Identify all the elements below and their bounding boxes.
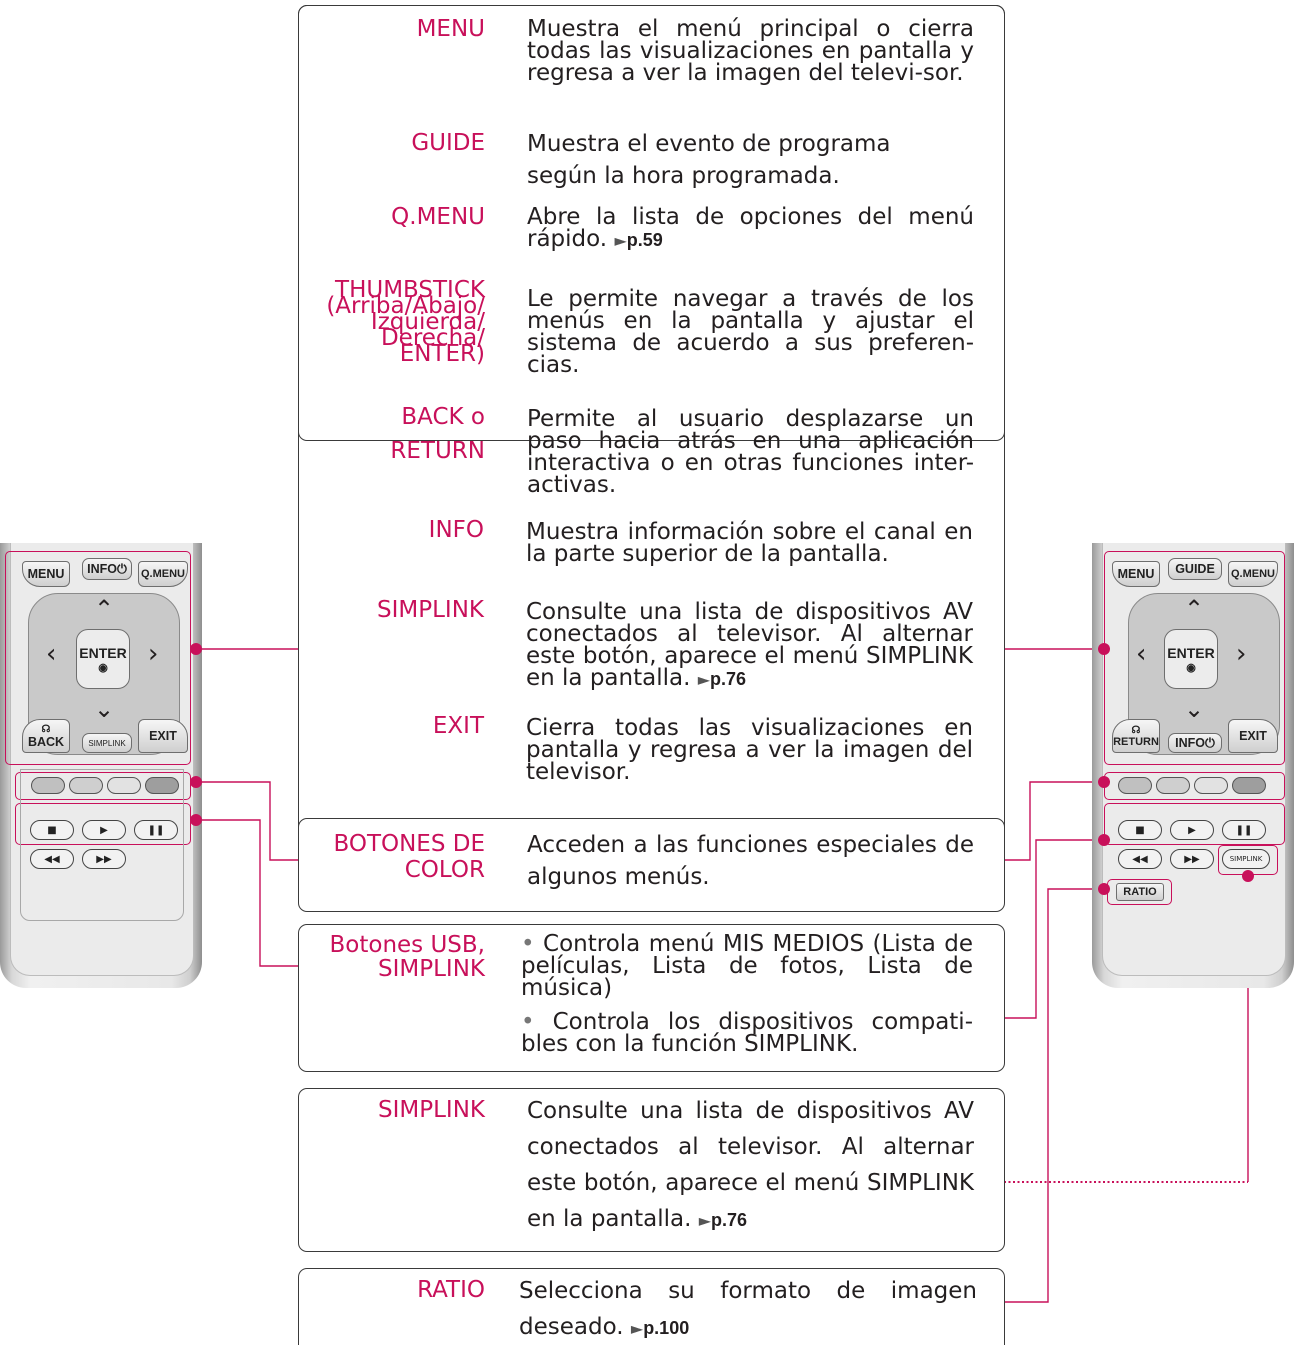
power-info-icon: ⏻ bbox=[117, 562, 127, 577]
down-arrow-icon[interactable]: ⌄ bbox=[1184, 695, 1204, 723]
info-desc: Muestra información sobre el canal en la… bbox=[526, 521, 973, 565]
usb-simplink-box: Botones USB, SIMPLINK • Controla menú MI… bbox=[298, 924, 1005, 1072]
usb-bullet-1: • Controla menú MIS MEDIOS (Lista de pel… bbox=[521, 933, 973, 999]
connector-line bbox=[1004, 782, 1104, 860]
connector-dot bbox=[1098, 643, 1110, 655]
qmenu-button[interactable]: Q.MENU bbox=[1228, 561, 1278, 587]
exit-label: EXIT bbox=[298, 713, 484, 739]
right-remote-illustration: MENU GUIDE Q.MENU ⌃ ⌄ ‹ › ENTER◉ ☊RETURN… bbox=[1092, 543, 1294, 988]
pause-button[interactable]: ❚❚ bbox=[1222, 820, 1266, 840]
stop-button[interactable]: ■ bbox=[1118, 820, 1162, 840]
menu-button[interactable]: MENU bbox=[22, 561, 70, 587]
guide-button[interactable]: GUIDE bbox=[1168, 558, 1222, 580]
remote-lower-panel bbox=[20, 769, 184, 921]
page-reference: p.100 bbox=[643, 1318, 689, 1338]
main-box-lower-rows: INFO Muestra información sobre el canal … bbox=[298, 5, 1003, 837]
usb-bullet-2: • Controla los dispositivos compati-bles… bbox=[521, 1011, 973, 1055]
color-buttons-box: BOTONES DE COLOR Acceden a las funciones… bbox=[298, 818, 1005, 912]
pointer-arrow-icon: ► bbox=[631, 1319, 643, 1338]
page-reference: p.76 bbox=[710, 669, 746, 689]
menu-button[interactable]: MENU bbox=[1112, 561, 1160, 587]
right-arrow-icon[interactable]: › bbox=[1236, 639, 1246, 669]
red-color-button[interactable] bbox=[1118, 777, 1152, 794]
simplink-label: SIMPLINK bbox=[298, 597, 484, 623]
color-buttons-label: BOTONES DE COLOR bbox=[299, 831, 485, 883]
blue-color-button[interactable] bbox=[1232, 777, 1266, 794]
simplink2-label: SIMPLINK bbox=[299, 1097, 485, 1123]
simplink-desc: Consulte una lista de dispositivos AV co… bbox=[526, 601, 973, 691]
connector-line bbox=[196, 782, 298, 860]
ratio-label: RATIO bbox=[299, 1277, 485, 1303]
info-label: INFO bbox=[298, 517, 484, 543]
up-arrow-icon[interactable]: ⌃ bbox=[1184, 595, 1204, 623]
up-arrow-icon[interactable]: ⌃ bbox=[94, 595, 114, 623]
back-button[interactable]: ☊BACK bbox=[22, 719, 70, 753]
down-arrow-icon[interactable]: ⌄ bbox=[94, 695, 114, 723]
simplink-button[interactable]: SIMPLINK bbox=[82, 733, 132, 753]
enter-button[interactable]: ENTER◉ bbox=[1164, 629, 1218, 689]
connector-dot bbox=[1098, 883, 1110, 895]
power-info-icon: ⏻ bbox=[1205, 736, 1215, 751]
right-arrow-icon[interactable]: › bbox=[148, 639, 158, 669]
pointer-arrow-icon: ► bbox=[699, 1211, 711, 1230]
fast-forward-button[interactable]: ▶▶ bbox=[1170, 849, 1214, 869]
connector-line bbox=[196, 820, 298, 966]
pointer-arrow-icon: ► bbox=[698, 670, 710, 689]
enter-button[interactable]: ENTER◉ bbox=[76, 629, 130, 689]
connector-dot bbox=[190, 776, 202, 788]
play-button[interactable]: ▶ bbox=[1170, 820, 1214, 840]
yellow-color-button[interactable] bbox=[1194, 777, 1228, 794]
rewind-button[interactable]: ◀◀ bbox=[1118, 849, 1162, 869]
ratio-desc: Selecciona su formato de imagen deseado.… bbox=[519, 1273, 977, 1347]
connector-dot bbox=[1242, 870, 1254, 882]
connector-line bbox=[1004, 840, 1104, 1018]
return-button[interactable]: ☊RETURN bbox=[1112, 719, 1160, 753]
exit-desc: Cierra todas las visualizaciones en pant… bbox=[526, 717, 973, 783]
left-arrow-icon[interactable]: ‹ bbox=[46, 639, 56, 669]
simplink-box: SIMPLINK Consulte una lista de dispositi… bbox=[298, 1088, 1005, 1252]
usb-simplink-label: Botones USB, SIMPLINK bbox=[299, 933, 485, 981]
qmenu-button[interactable]: Q.MENU bbox=[138, 561, 188, 587]
info-button[interactable]: INFO⏻ bbox=[82, 558, 132, 580]
exit-button[interactable]: EXIT bbox=[138, 719, 188, 753]
connector-dot bbox=[1098, 776, 1110, 788]
ratio-button[interactable]: RATIO bbox=[1116, 883, 1164, 901]
connector-line bbox=[1004, 889, 1104, 1302]
green-color-button[interactable] bbox=[1156, 777, 1190, 794]
info-button[interactable]: INFO⏻ bbox=[1168, 733, 1222, 753]
simplink-button[interactable]: SIMPLINK bbox=[1222, 849, 1270, 869]
connector-dot bbox=[190, 814, 202, 826]
left-remote-illustration: MENU INFO⏻ Q.MENU ⌃ ⌄ ‹ › ENTER◉ ☊BACK S… bbox=[0, 543, 202, 988]
exit-button[interactable]: EXIT bbox=[1228, 719, 1278, 753]
connector-dot bbox=[1098, 834, 1110, 846]
color-buttons-desc: Acceden a las funciones especiales de al… bbox=[527, 829, 974, 893]
simplink2-desc: Consulte una lista de dispositivos AV co… bbox=[527, 1093, 974, 1239]
connector-dot bbox=[190, 643, 202, 655]
page-reference: p.76 bbox=[711, 1210, 747, 1230]
left-arrow-icon[interactable]: ‹ bbox=[1136, 639, 1146, 669]
ratio-box: RATIO Selecciona su formato de imagen de… bbox=[298, 1268, 1005, 1345]
